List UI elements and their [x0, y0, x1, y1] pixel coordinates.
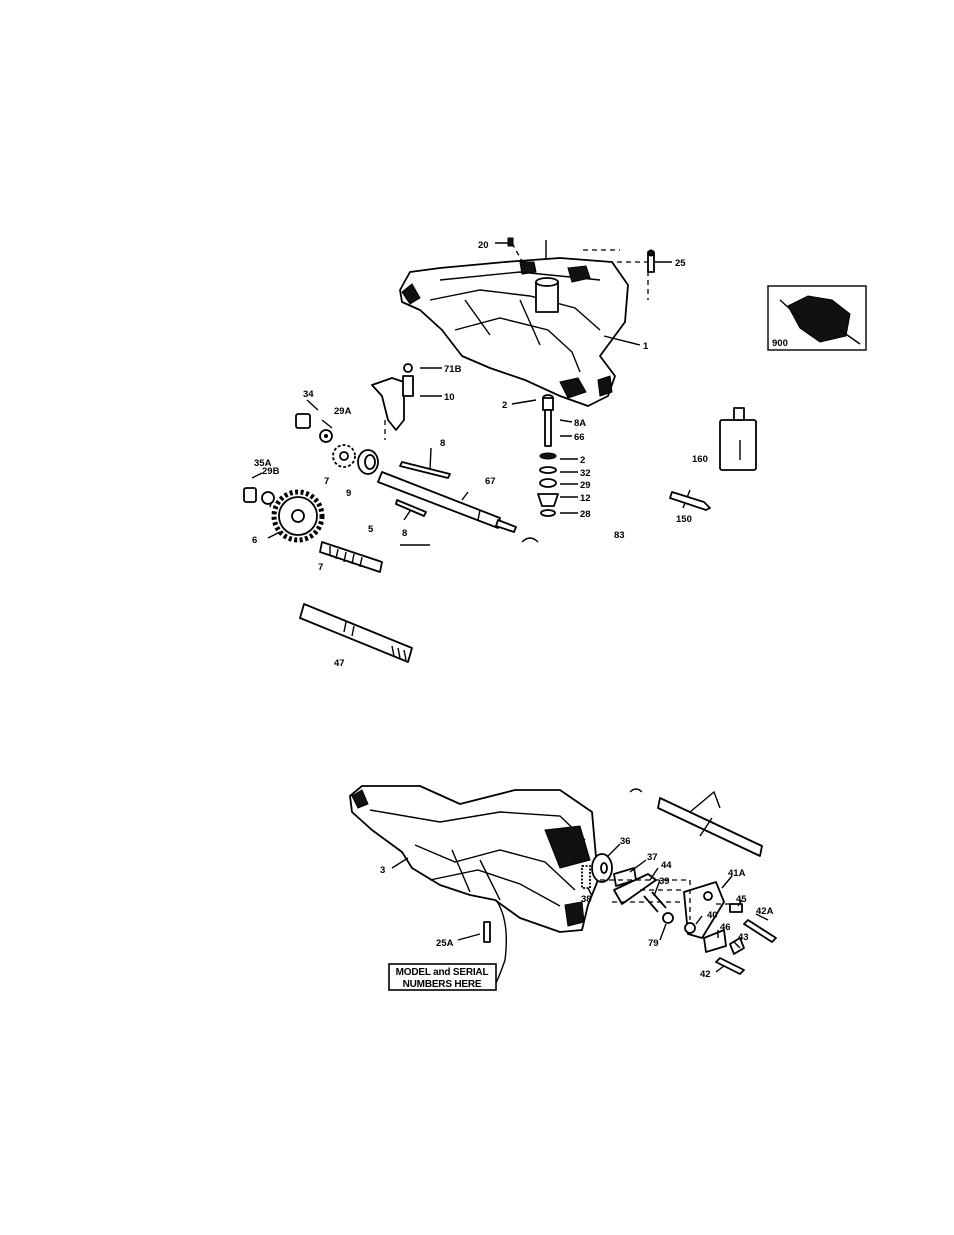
callout-2-lower: 2 [580, 455, 585, 466]
callout-25a: 25A [436, 938, 454, 949]
bolt-42a [744, 920, 776, 942]
callout-44: 44 [661, 860, 672, 871]
callout-42: 42 [700, 969, 711, 980]
callout-8a: 8A [574, 418, 586, 429]
output-shaft-lower [630, 789, 762, 856]
transaxle-housing-upper [400, 258, 628, 406]
callout-150: 150 [676, 514, 692, 525]
bolt-42 [716, 958, 744, 974]
callout-160: 160 [692, 454, 708, 465]
dipstick-150 [670, 492, 710, 510]
callout-71b: 71B [444, 364, 462, 375]
callout-42a: 42A [756, 906, 774, 917]
shaft-5 [320, 542, 382, 572]
collar-9 [358, 450, 378, 474]
callout-20: 20 [478, 240, 489, 251]
brake-disc-36 [592, 854, 612, 882]
callout-37: 37 [647, 852, 658, 863]
callout-45: 45 [736, 894, 747, 905]
callout-3: 3 [380, 865, 385, 876]
callout-29b: 29B [262, 466, 280, 477]
callout-5: 5 [368, 524, 374, 535]
callout-1: 1 [643, 341, 649, 352]
nut-79 [663, 913, 673, 923]
callout-47: 47 [334, 658, 345, 669]
callout-67: 67 [485, 476, 496, 487]
callout-36: 36 [620, 836, 631, 847]
gear-6 [274, 492, 322, 540]
callout-7-shaft: 7 [318, 562, 323, 573]
vertical-shaft-stack [538, 395, 558, 516]
callout-25: 25 [675, 258, 686, 269]
bushing-34 [296, 414, 310, 428]
callout-40: 40 [707, 910, 718, 921]
callout-6: 6 [252, 535, 257, 546]
callout-38: 38 [581, 894, 592, 905]
washer-40 [685, 923, 695, 933]
callout-39: 39 [659, 876, 670, 887]
pin-8a [400, 462, 450, 478]
callout-2-upper: 2 [502, 400, 507, 411]
callout-28: 28 [580, 509, 591, 520]
transaxle-housing-lower [350, 786, 598, 985]
callout-43: 43 [738, 932, 749, 943]
callout-12: 12 [580, 493, 591, 504]
callout-8-pin: 8 [440, 438, 445, 449]
leader-25a [458, 934, 480, 940]
callout-29a: 29A [334, 406, 352, 417]
model-serial-line-2: NUMBERS HERE [403, 979, 482, 990]
shift-fork [372, 364, 413, 440]
gear-7 [333, 445, 355, 467]
washer-29b [262, 492, 274, 504]
callout-8-key: 8 [402, 528, 407, 539]
callout-79: 79 [648, 938, 659, 949]
bolt-25-head [648, 250, 654, 256]
spring-38 [582, 866, 590, 888]
bolt-20 [508, 238, 513, 246]
bolt-25a [484, 922, 490, 942]
callout-7-gear: 7 [324, 476, 329, 487]
axle-47 [300, 604, 412, 662]
oil-bottle-160 [720, 408, 756, 470]
callout-29: 29 [580, 480, 591, 491]
key-8 [396, 500, 426, 516]
model-serial-callout: MODEL and SERIAL NUMBERS HERE [389, 964, 496, 990]
callout-66: 66 [574, 432, 585, 443]
upper-exploded-view: 20 25 1 71B 10 2 8A 66 2 32 29 12 28 83 … [244, 238, 866, 669]
bushing-35a [244, 488, 256, 502]
model-serial-line-1: MODEL and SERIAL [396, 967, 489, 978]
callout-46: 46 [720, 922, 731, 933]
spacer-45 [730, 904, 742, 912]
callout-41a: 41A [728, 868, 746, 879]
callout-83: 83 [614, 530, 625, 541]
lower-exploded-view: MODEL and SERIAL NUMBERS HERE 3 25A 36 3… [350, 786, 776, 990]
callout-900: 900 [772, 338, 788, 349]
callout-10: 10 [444, 392, 455, 403]
callout-32: 32 [580, 468, 591, 479]
plate-46 [704, 930, 726, 952]
callout-9: 9 [346, 488, 351, 499]
callout-34: 34 [303, 389, 314, 400]
partial-ring [522, 538, 538, 542]
